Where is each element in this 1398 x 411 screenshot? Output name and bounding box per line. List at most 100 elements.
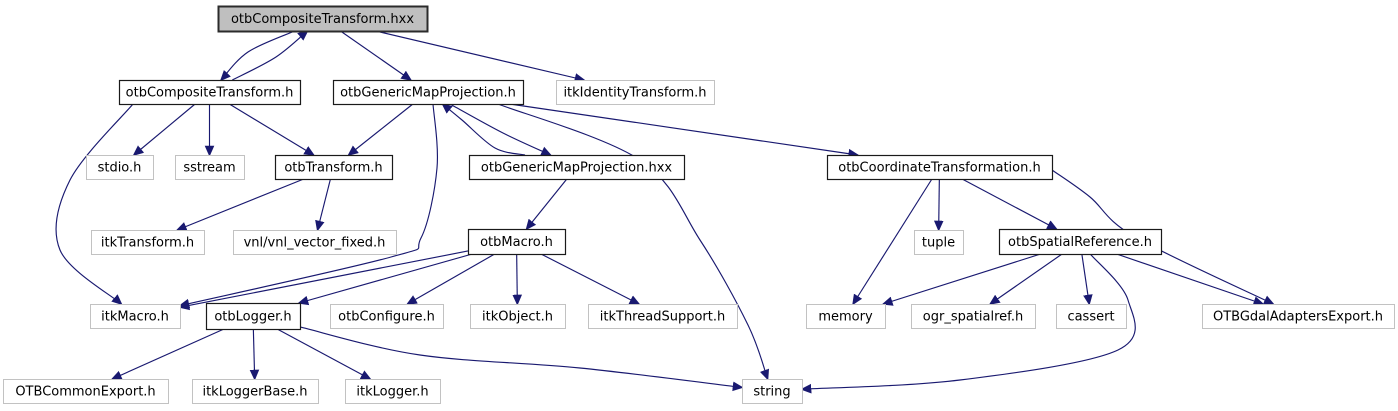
node-label: tuple <box>922 236 955 251</box>
node-box[interactable] <box>588 304 738 329</box>
node-ogr_spatialref.h[interactable]: ogr_spatialref.h <box>911 304 1036 329</box>
node-itkThreadSupport.h[interactable]: itkThreadSupport.h <box>588 304 738 329</box>
node-tuple[interactable]: tuple <box>914 230 964 255</box>
edge-otbMacro-itkThread <box>540 253 641 305</box>
node-label: itkLoggerBase.h <box>202 385 307 400</box>
node-cassert[interactable]: cassert <box>1056 304 1127 329</box>
documented-node-box[interactable] <box>468 154 686 181</box>
edge-coordT-gdalExport <box>1051 169 1275 305</box>
node-box[interactable] <box>911 304 1036 329</box>
edge-coordT-memory <box>852 178 933 306</box>
node-label: otbCoordinateTransformation.h <box>838 161 1040 176</box>
edge-compH-hxx <box>232 29 309 81</box>
node-box[interactable] <box>91 230 205 255</box>
documented-node-box[interactable] <box>205 302 302 331</box>
node-label: otbCompositeTransform.hxx <box>231 12 414 27</box>
edge-genH-itkMacro <box>178 103 438 309</box>
edge-otbMacro-itkObject <box>512 253 523 306</box>
node-itkMacro.h[interactable]: itkMacro.h <box>90 304 181 329</box>
node-box[interactable] <box>742 379 803 404</box>
edge-spatialRef-ogr <box>988 253 1063 305</box>
edge-coordT-tuple <box>933 178 944 232</box>
edge-otbLogger-string <box>299 326 744 392</box>
documented-node-box[interactable] <box>998 228 1163 256</box>
documented-node-box[interactable] <box>467 228 567 256</box>
edge-spatialRef-memory <box>881 253 1041 306</box>
node-label: otbGenericMapProjection.hxx <box>481 161 672 176</box>
node-box[interactable] <box>1056 304 1127 329</box>
node-otbSpatialReference.h[interactable]: otbSpatialReference.h <box>998 228 1163 256</box>
node-string[interactable]: string <box>742 379 803 404</box>
node-box[interactable] <box>192 379 319 404</box>
edges-layer <box>55 29 1275 394</box>
node-box[interactable] <box>86 155 154 180</box>
node-box[interactable] <box>914 230 964 255</box>
node-otbCoordinateTransformation.h[interactable]: otbCoordinateTransformation.h <box>826 154 1054 181</box>
node-box[interactable] <box>175 155 245 180</box>
node-label: itkTransform.h <box>101 236 194 251</box>
edge-otbTransform-vnl <box>315 178 332 232</box>
node-label: otbMacro.h <box>480 235 553 250</box>
node-otbLogger.h[interactable]: otbLogger.h <box>205 302 302 331</box>
node-box[interactable] <box>345 379 441 404</box>
edge-otbMacro-otbConfigure <box>406 253 495 305</box>
node-label: otbSpatialReference.h <box>1008 235 1152 250</box>
node-otbGenericMapProjection.hxx[interactable]: otbGenericMapProjection.hxx <box>468 154 686 181</box>
edge-spatialRef-string <box>800 253 1136 394</box>
documented-node-box[interactable] <box>332 79 525 106</box>
node-box[interactable] <box>233 230 397 255</box>
documented-node-box[interactable] <box>826 154 1054 181</box>
node-vnl/vnl_vector_fixed.h[interactable]: vnl/vnl_vector_fixed.h <box>233 230 397 255</box>
node-OTBCommonExport.h[interactable]: OTBCommonExport.h <box>3 379 169 404</box>
node-itkTransform.h[interactable]: itkTransform.h <box>91 230 205 255</box>
node-box[interactable] <box>1202 304 1395 329</box>
current-node-box <box>217 5 429 33</box>
node-label: otbLogger.h <box>214 310 291 325</box>
node-label: itkObject.h <box>482 310 553 325</box>
edge-otbLogger-loggerBase <box>249 328 260 381</box>
node-label: otbTransform.h <box>284 161 382 176</box>
node-box[interactable] <box>330 304 444 329</box>
edge-spatialRef-gdalExport <box>1116 253 1265 306</box>
node-OTBGdalAdaptersExport.h[interactable]: OTBGdalAdaptersExport.h <box>1202 304 1395 329</box>
node-otbMacro.h[interactable]: otbMacro.h <box>467 228 567 256</box>
node-itkLogger.h[interactable]: itkLogger.h <box>345 379 441 404</box>
node-itkLoggerBase.h[interactable]: itkLoggerBase.h <box>192 379 319 404</box>
node-label: cassert <box>1067 310 1114 325</box>
node-otbCompositeTransform.h[interactable]: otbCompositeTransform.h <box>118 79 302 106</box>
nodes-layer: otbCompositeTransform.hxx otbCompositeTra… <box>3 5 1395 404</box>
documented-node-box[interactable] <box>274 154 394 181</box>
node-otbTransform.h[interactable]: otbTransform.h <box>274 154 394 181</box>
edge-otbMacro-otbLogger <box>297 253 473 306</box>
node-label: itkLogger.h <box>356 385 428 400</box>
node-box[interactable] <box>556 80 715 105</box>
node-label: vnl/vnl_vector_fixed.h <box>244 236 386 251</box>
node-box[interactable] <box>3 379 169 404</box>
node-otbConfigure.h[interactable]: otbConfigure.h <box>330 304 444 329</box>
edge-genH-genHxx <box>449 103 553 156</box>
edge-compH-itkMacro <box>55 103 134 306</box>
node-memory[interactable]: memory <box>806 304 886 329</box>
edge-hxx-genH <box>340 30 413 81</box>
node-itkIdentityTransform.h[interactable]: itkIdentityTransform.h <box>556 80 715 105</box>
node-box[interactable] <box>806 304 886 329</box>
node-otbGenericMapProjection.h[interactable]: otbGenericMapProjection.h <box>332 79 525 106</box>
node-sstream[interactable]: sstream <box>175 155 245 180</box>
node-box[interactable] <box>470 304 566 329</box>
node-itkObject.h[interactable]: itkObject.h <box>470 304 566 329</box>
node-label: otbConfigure.h <box>338 310 435 325</box>
node-label: string <box>753 385 790 400</box>
node-label: stdio.h <box>98 161 142 176</box>
edge-genH-coordT <box>509 103 860 159</box>
edge-hxx-identity <box>375 30 586 83</box>
documented-node-box[interactable] <box>118 79 302 106</box>
node-otbCompositeTransform.hxx: otbCompositeTransform.hxx <box>217 5 429 33</box>
edge-compH-stdio <box>132 103 196 157</box>
edge-spatialRef-cassert <box>1081 253 1093 306</box>
edge-otbLogger-itkLogger <box>276 328 372 380</box>
node-stdio.h[interactable]: stdio.h <box>86 155 154 180</box>
node-label: ogr_spatialref.h <box>923 310 1023 325</box>
node-box[interactable] <box>90 304 181 329</box>
